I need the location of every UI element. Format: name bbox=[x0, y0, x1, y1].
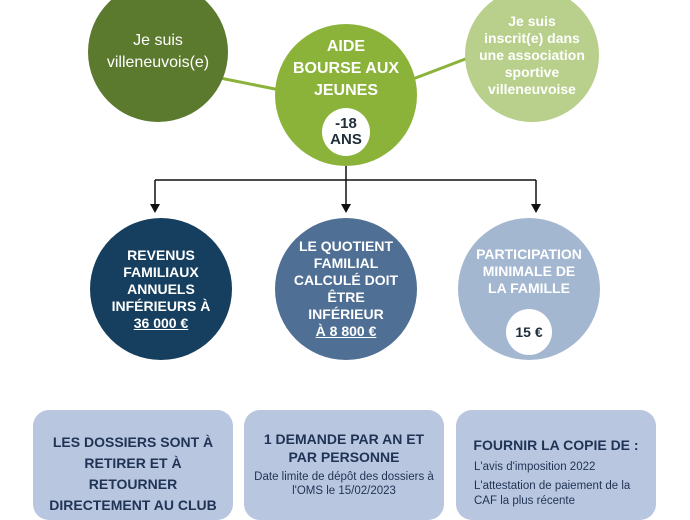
copy-item-tax: L'avis d'imposition 2022 bbox=[474, 461, 596, 473]
aid-title-line3: JEUNES bbox=[313, 82, 379, 99]
participation-text: PARTICIPATION MINIMALE DE LA FAMILLE bbox=[476, 246, 582, 296]
aid-center-circle: AIDE BOURSE AUX JEUNES -18 ANS bbox=[275, 24, 417, 166]
age-badge: -18 ANS bbox=[322, 108, 370, 156]
request-card-title: 1 DEMANDE PAR AN ET PAR PERSONNE bbox=[263, 431, 425, 465]
member-circle: Je suis inscrit(e) dans une association … bbox=[465, 0, 599, 122]
request-card-deadline: Date limite de dépôt des dossiers à l'OM… bbox=[254, 471, 434, 497]
age-value: -18 bbox=[335, 115, 357, 132]
resident-label: Je suis villeneuvois(e) bbox=[106, 32, 210, 71]
club-card-text: LES DOSSIERS SONT À RETIRER ET À RETOURN… bbox=[49, 434, 217, 513]
quotient-text: LE QUOTIENT FAMILIAL CALCULÉ DOIT ÊTRE I… bbox=[293, 238, 399, 322]
copy-item-caf: L'attestation de paiement de la CAF la p… bbox=[474, 480, 631, 507]
connector-right bbox=[404, 56, 469, 84]
arrow-right-icon bbox=[531, 204, 541, 213]
club-card: LES DOSSIERS SONT À RETIRER ET À RETOURN… bbox=[33, 410, 233, 520]
copy-card-title: FOURNIR LA COPIE DE : bbox=[473, 437, 639, 453]
quotient-amount: À 8 800 € bbox=[315, 323, 377, 339]
participation-circle: PARTICIPATION MINIMALE DE LA FAMILLE 15 … bbox=[458, 218, 600, 360]
arrow-center-icon bbox=[341, 204, 351, 213]
arrow-left-icon bbox=[150, 204, 160, 213]
income-text: REVENUS FAMILIAUX ANNUELS INFÉRIEURS À bbox=[111, 246, 211, 314]
request-card: 1 DEMANDE PAR AN ET PAR PERSONNE Date li… bbox=[244, 410, 444, 520]
quotient-circle: LE QUOTIENT FAMILIAL CALCULÉ DOIT ÊTRE I… bbox=[275, 218, 417, 360]
income-amount: 36 000 € bbox=[133, 314, 189, 331]
participation-badge: 15 € bbox=[506, 309, 552, 355]
age-unit: ANS bbox=[330, 131, 362, 148]
aid-title-line1: AIDE bbox=[326, 38, 366, 55]
copy-card: FOURNIR LA COPIE DE : L'avis d'impositio… bbox=[456, 410, 656, 520]
resident-circle: Je suis villeneuvois(e) bbox=[88, 0, 228, 122]
participation-amount: 15 € bbox=[515, 323, 543, 340]
aid-title-line2: BOURSE AUX bbox=[292, 60, 400, 77]
income-circle: REVENUS FAMILIAUX ANNUELS INFÉRIEURS À 3… bbox=[90, 218, 232, 360]
member-label: Je suis inscrit(e) dans une association … bbox=[479, 12, 585, 97]
